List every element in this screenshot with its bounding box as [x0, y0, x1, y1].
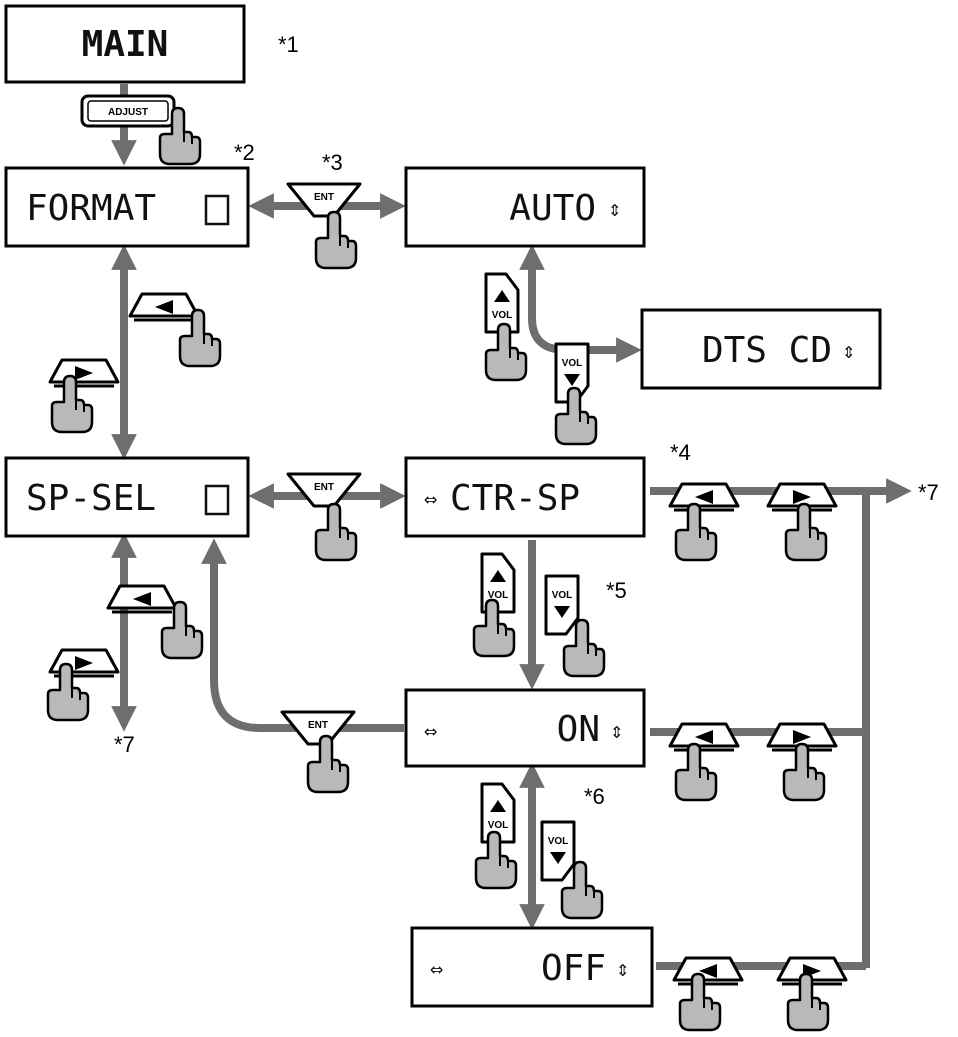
- ent-button[interactable]: ENT: [286, 472, 362, 508]
- leftright-indicator-icon: ⇔: [424, 719, 437, 744]
- note-2: *2: [234, 140, 255, 165]
- vol-up-label: VOL: [492, 310, 513, 321]
- display-auto-text: AUTO: [509, 188, 596, 229]
- note-4: *4: [670, 440, 691, 465]
- arrow-on-back-to-spsel: [201, 538, 404, 732]
- vol-up-button[interactable]: VOL: [480, 782, 516, 844]
- updown-indicator-icon: ⇕: [616, 957, 629, 982]
- display-format-text: FORMAT: [26, 188, 156, 229]
- display-ctr-sp-text: CTR-SP: [450, 478, 580, 519]
- cursor-right-button[interactable]: [48, 358, 120, 388]
- hand-icon: [784, 502, 828, 562]
- hand-icon: [782, 742, 826, 802]
- leftright-indicator-icon: ⇔: [424, 487, 437, 512]
- display-dts-cd: DTS CD ⇕: [640, 308, 882, 390]
- updown-indicator-icon: ⇕: [608, 197, 621, 222]
- vol-up-label: VOL: [488, 590, 509, 601]
- hand-icon: [314, 210, 358, 270]
- hand-icon: [786, 972, 830, 1032]
- display-auto: AUTO ⇕: [404, 166, 646, 248]
- display-dts-cd-text: DTS CD: [702, 330, 832, 371]
- vol-down-label: VOL: [562, 358, 583, 369]
- hand-icon: [674, 742, 718, 802]
- updown-indicator-icon: ⇕: [610, 719, 623, 744]
- arrow-auto-dtscd: [519, 244, 642, 363]
- note-5: *5: [606, 578, 627, 603]
- cursor-left-button[interactable]: [668, 482, 740, 512]
- hand-icon: [50, 374, 94, 434]
- ent-button-label: ENT: [314, 192, 334, 203]
- ent-button[interactable]: ENT: [286, 182, 362, 218]
- cursor-left-button[interactable]: [672, 956, 744, 986]
- vol-down-label: VOL: [548, 836, 569, 847]
- note-3: *3: [322, 150, 343, 175]
- hand-icon: [178, 308, 222, 368]
- note-7-right: *7: [918, 480, 939, 505]
- adjust-button-label: ADJUST: [108, 107, 148, 118]
- vol-down-button[interactable]: VOL: [544, 574, 580, 636]
- ent-button-label: ENT: [314, 482, 334, 493]
- display-sp-sel: SP-SEL: [4, 456, 250, 538]
- vol-down-button[interactable]: VOL: [540, 820, 576, 882]
- display-on-text: ON: [557, 709, 600, 750]
- format-indicator-icon: [204, 194, 230, 226]
- vol-down-label: VOL: [552, 590, 573, 601]
- note-1: *1: [278, 32, 299, 57]
- vol-down-button[interactable]: VOL: [554, 342, 590, 404]
- cursor-left-button[interactable]: [668, 722, 740, 752]
- ent-button[interactable]: ENT: [280, 710, 356, 746]
- display-off-text: OFF: [541, 948, 606, 989]
- display-format: FORMAT: [4, 166, 250, 248]
- ent-button-label: ENT: [308, 720, 328, 731]
- note-6: *6: [584, 784, 605, 809]
- adjust-button[interactable]: ADJUST: [80, 94, 176, 128]
- display-main-text: MAIN: [82, 24, 169, 65]
- display-main: MAIN: [4, 4, 246, 84]
- vol-up-button[interactable]: VOL: [484, 272, 520, 334]
- sp-sel-indicator-icon: [204, 484, 230, 516]
- display-ctr-sp: ⇔ CTR-SP: [404, 456, 646, 538]
- updown-indicator-icon: ⇕: [842, 339, 855, 364]
- hand-icon: [678, 972, 722, 1032]
- display-on: ⇔ ON ⇕: [404, 688, 646, 768]
- leftright-indicator-icon: ⇔: [430, 957, 443, 982]
- hand-icon: [314, 502, 358, 562]
- vol-up-label: VOL: [488, 820, 509, 831]
- display-sp-sel-text: SP-SEL: [26, 478, 156, 519]
- display-off: ⇔ OFF ⇕: [410, 926, 654, 1008]
- cursor-left-button[interactable]: [128, 292, 200, 322]
- vol-up-button[interactable]: VOL: [480, 552, 516, 614]
- note-7-left: *7: [114, 732, 135, 757]
- cursor-left-button[interactable]: [106, 584, 178, 614]
- hand-icon: [674, 502, 718, 562]
- hand-icon: [160, 600, 204, 660]
